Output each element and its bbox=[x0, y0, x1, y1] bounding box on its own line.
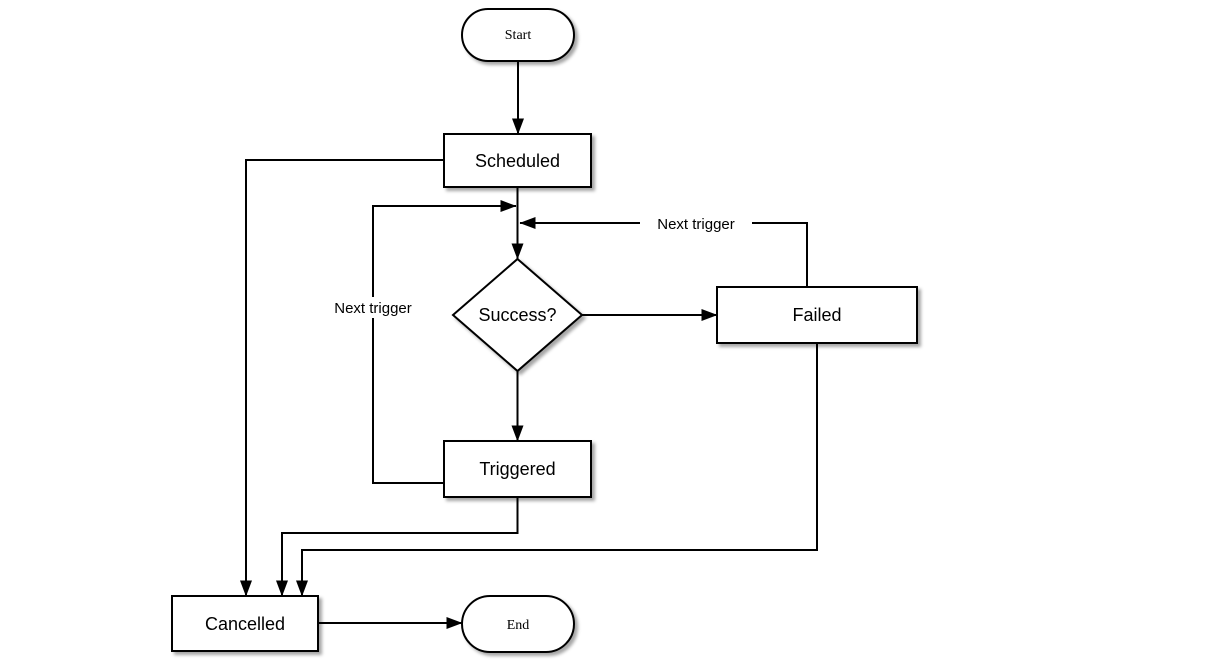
failed-label: Failed bbox=[792, 305, 841, 325]
next-trigger-right-label: Next trigger bbox=[657, 216, 735, 233]
next-trigger-left-label-bg bbox=[320, 297, 426, 318]
edge-scheduled-to-cancelled bbox=[240, 159, 444, 597]
edge-failed-to-cancelled bbox=[296, 343, 818, 597]
start-label: Start bbox=[505, 28, 532, 43]
edge-triggered-to-cancelled bbox=[276, 497, 519, 597]
node-triggered: Triggered bbox=[443, 440, 592, 498]
success-decision-shape bbox=[451, 257, 584, 373]
triggered-label: Triggered bbox=[479, 459, 555, 479]
node-success: Success? bbox=[451, 257, 584, 373]
edge-triggered-to-success-loop bbox=[372, 200, 517, 484]
cancelled-process-shape bbox=[171, 595, 319, 652]
node-end: End bbox=[461, 595, 575, 653]
scheduled-process-shape bbox=[443, 133, 592, 188]
cancelled-label: Cancelled bbox=[205, 614, 285, 634]
node-scheduled: Scheduled bbox=[443, 133, 592, 188]
success-label: Success? bbox=[478, 305, 556, 325]
edge-failed-to-success-loop bbox=[519, 217, 808, 287]
node-failed: Failed bbox=[716, 286, 918, 344]
start-terminator-shape bbox=[461, 8, 575, 62]
end-terminator-shape bbox=[461, 595, 575, 653]
next-trigger-left-label: Next trigger bbox=[334, 300, 412, 317]
node-start: Start bbox=[461, 8, 575, 62]
failed-process-shape bbox=[716, 286, 918, 344]
end-label: End bbox=[507, 618, 530, 633]
node-cancelled: Cancelled bbox=[171, 595, 319, 652]
triggered-process-shape bbox=[443, 440, 592, 498]
next-trigger-right-label-bg bbox=[640, 213, 752, 234]
scheduled-label: Scheduled bbox=[475, 151, 560, 171]
